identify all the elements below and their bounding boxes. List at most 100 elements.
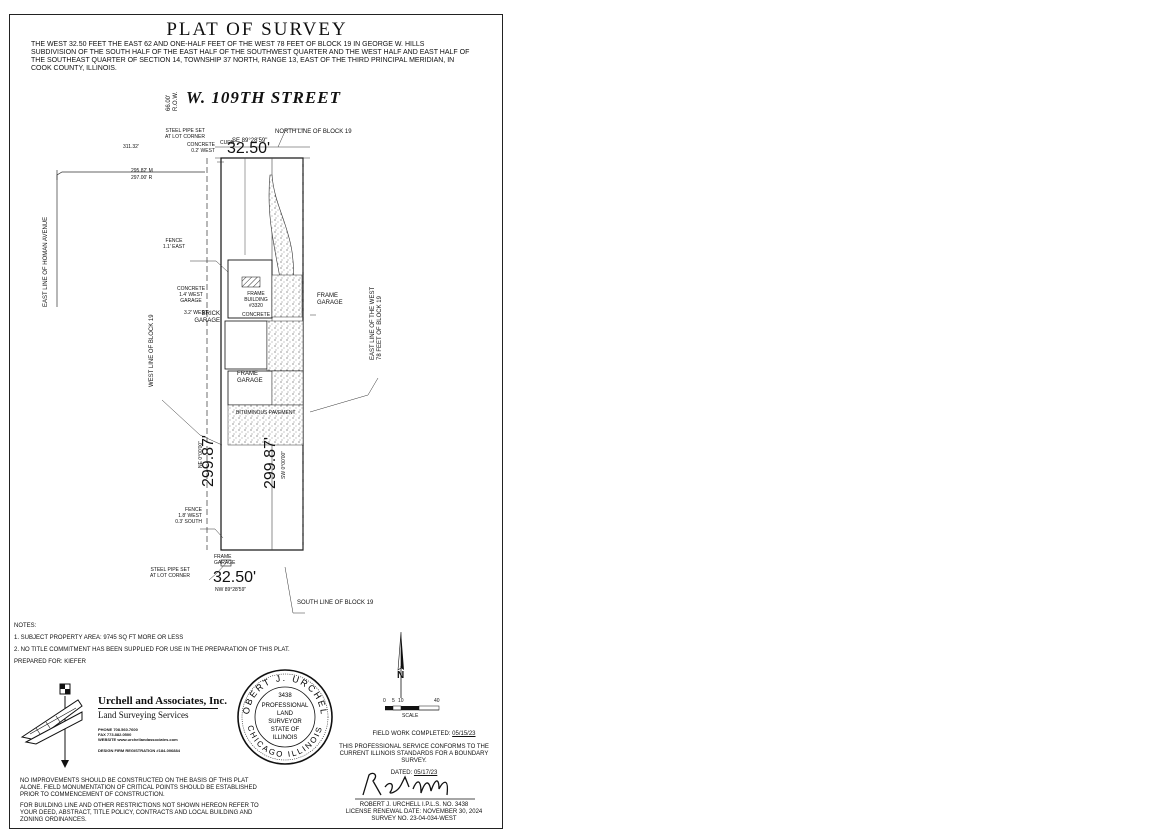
- note-2: 2. NO TITLE COMMITMENT HAS BEEN SUPPLIED…: [14, 647, 290, 653]
- frame-building-number: #3320: [249, 303, 263, 309]
- fence-top-line1: FENCE: [165, 238, 183, 244]
- homan-line: [56, 171, 205, 307]
- bottom-note-2: FOR BUILDING LINE AND OTHER RESTRICTIONS…: [20, 803, 259, 823]
- pipe-bottom-line1: STEEL PIPE SET: [150, 567, 190, 573]
- concrete-top-label: CONCRETE 0.2' WEST: [175, 142, 215, 154]
- notes-heading: NOTES:: [14, 623, 37, 629]
- scale-tick-10: 10: [398, 698, 404, 704]
- concrete-inside-label: CONCRETE: [242, 312, 271, 318]
- pipe-bottom-line2: AT LOT CORNER: [149, 573, 190, 579]
- frame-garage-right-label: FRAME GARAGE: [317, 293, 343, 307]
- fence-top-label: FENCE 1.1' EAST: [158, 238, 190, 250]
- legal-description: THE WEST 32.50 FEET THE EAST 62 AND ONE-…: [31, 41, 470, 72]
- street-name: W. 109TH STREET: [186, 88, 341, 107]
- seal-line5: ILLINOIS: [273, 735, 298, 741]
- scale-tick-40: 40: [434, 698, 440, 704]
- frame-garage-mid-line1: FRAME: [237, 371, 258, 377]
- garage-west-label: 3.2' WEST: [184, 310, 208, 316]
- brick-garage-label: BRICK GARAGE: [190, 311, 220, 325]
- south-line-leader: [284, 566, 305, 614]
- seal-line1: PROFESSIONAL: [262, 703, 309, 709]
- north-arrow-icon: [385, 631, 440, 711]
- notes-block: NOTES: 1. SUBJECT PROPERTY AREA: 9745 SQ…: [14, 622, 394, 670]
- company-block: Urchell and Associates, Inc. Land Survey…: [98, 695, 227, 753]
- fence-top-line2: 1.1' EAST: [162, 244, 186, 250]
- bottom-bearing: NW 89°28'59": [215, 587, 247, 593]
- north-line-label: NORTH LINE OF BLOCK 19: [275, 129, 352, 135]
- surveyor-name-line: ROBERT J. URCHELL I.P.L.S. No. 3438: [359, 802, 469, 808]
- pipe-top-line1: STEEL PIPE SET: [165, 128, 205, 134]
- frame-garage-right-line1: FRAME: [317, 293, 338, 299]
- concrete-mid: [271, 370, 304, 406]
- frame-garage-mid-line2: GARAGE: [237, 378, 263, 384]
- pipe-bottom-label: STEEL PIPE SET AT LOT CORNER: [140, 567, 190, 579]
- south-line-label: SOUTH LINE OF BLOCK 19: [297, 600, 374, 606]
- brick-line1: BRICK: [201, 311, 220, 317]
- concrete-mid-label: CONCRETE 1.4' WEST GARAGE: [170, 286, 212, 304]
- fence-bottom-line1: FENCE: [185, 507, 202, 513]
- concrete-top-line1: CONCRETE: [186, 142, 215, 148]
- east-line-label: EAST LINE OF THE WEST 78 FEET OF BLOCK 1…: [370, 287, 384, 360]
- right-bearing: SW 0°00'00": [281, 450, 287, 479]
- bottom-note-1: NO IMPROVEMENTS SHOULD BE CONSTRUCTED ON…: [20, 778, 257, 798]
- fence-bottom-line2: 1.8' WEST: [178, 513, 202, 519]
- license-renewal: LICENSE RENEWAL DATE: NOVEMBER 30, 2024: [345, 809, 483, 815]
- dated-label: DATED:: [390, 770, 413, 776]
- company-logo-icon: [20, 683, 83, 768]
- frame-garage-bottom-label: FRAME GARAGE: [214, 554, 235, 566]
- concrete-top-line2: 0.2' WEST: [191, 148, 215, 154]
- surveyor-seal: ROBERT J. URCHELL CHICAGO ILLINOIS 3438 …: [235, 667, 333, 765]
- company-firm-registration: DESIGN FIRM REGISTRATION #184-006884: [98, 748, 180, 753]
- porch: [241, 276, 261, 288]
- concrete-mid-line2: 1.4' WEST: [179, 292, 203, 298]
- east-line-text1: EAST LINE OF THE WEST: [370, 286, 376, 360]
- field-work-date: 05/15/23: [452, 731, 476, 737]
- frame-garage-mid-label: FRAME GARAGE: [237, 371, 263, 385]
- frame-garage-bottom-line2: GARAGE: [214, 560, 236, 566]
- fence-bottom-line3: 0.3' SOUTH: [175, 519, 202, 525]
- frame-building: [227, 259, 273, 319]
- certification-block: FIELD WORK COMPLETED: 05/15/23 THIS PROF…: [328, 731, 500, 777]
- surveyor-signature: [355, 772, 475, 800]
- company-rule: [98, 708, 218, 709]
- brick-garage: [224, 320, 268, 370]
- conforms-line1: THIS PROFESSIONAL SERVICE CONFORMS TO TH…: [339, 744, 489, 750]
- company-website: WEBSITE www.urchellandassociates.com: [98, 737, 178, 742]
- fence-bottom-leader: [200, 528, 224, 539]
- east-line-text2: 78 FEET OF BLOCK 19: [377, 296, 383, 360]
- scale-tick-5: 5: [392, 698, 395, 704]
- east-line-leader: [309, 377, 379, 413]
- side-concrete: [271, 274, 303, 318]
- company-fax: FAX 773.882.0500: [98, 732, 132, 737]
- seal-line3: SURVEYOR: [268, 719, 302, 725]
- dist-311: 311.32': [123, 144, 139, 150]
- bituminous-pavement: [227, 404, 304, 446]
- west-line-label: WEST LINE OF BLOCK 19: [149, 314, 155, 387]
- survey-number: SURVEY No. 23-04-034-WEST: [371, 816, 457, 822]
- brick-line2: GARAGE: [194, 318, 220, 324]
- company-name: Urchell and Associates, Inc.: [98, 695, 228, 707]
- left-bearing: NE 0°00'00": [198, 441, 204, 468]
- west-line-leader: [161, 399, 223, 446]
- dist-297: 297.00' R: [131, 175, 153, 181]
- frame-building-label: FRAME BUILDING #3320: [242, 291, 270, 309]
- plat-sheet: PLAT OF SURVEY THE WEST 32.50 FEET THE E…: [9, 14, 503, 829]
- pipe-top-line2: AT LOT CORNER: [164, 134, 205, 140]
- frame-building-line1: FRAME: [247, 291, 265, 297]
- survey-drawing: [56, 128, 379, 614]
- north-line-leader: [277, 128, 305, 148]
- garage-line1: GARAGE: [180, 298, 202, 304]
- pipe-bottom-leader: [208, 561, 228, 581]
- company-contact: PHONE 708.560.7600 FAX 773.882.0500 WEBS…: [98, 727, 227, 753]
- field-work-line: FIELD WORK COMPLETED: 05/15/23: [348, 731, 500, 738]
- dated-value: 05/17/23: [413, 770, 438, 776]
- frame-garage-bottom-line1: FRAME: [214, 554, 232, 560]
- seal-line2: LAND: [277, 711, 294, 717]
- bottom-notes: NO IMPROVEMENTS SHOULD BE CONSTRUCTED ON…: [20, 778, 260, 828]
- plat-title: PLAT OF SURVEY: [166, 19, 348, 40]
- seal-number: 3438: [278, 693, 292, 699]
- scale-label: SCALE: [402, 713, 419, 719]
- scale-tick-0: 0: [383, 698, 386, 704]
- surveyor-info: ROBERT J. URCHELL I.P.L.S. No. 3438 LICE…: [328, 802, 500, 823]
- frame-garage-right-line2: GARAGE: [317, 300, 343, 306]
